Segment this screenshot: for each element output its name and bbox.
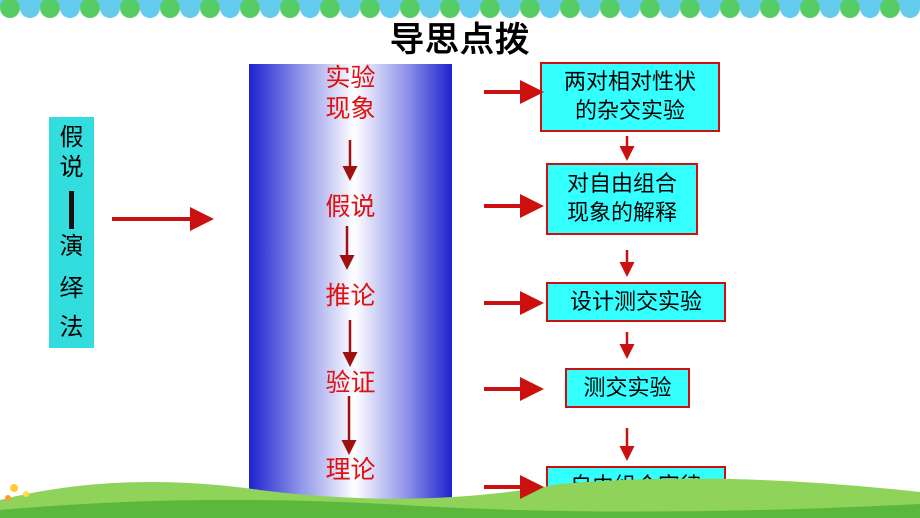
page-title: 导思点拨 (390, 20, 530, 60)
scallop (480, 0, 500, 18)
method-char: 说 (59, 153, 84, 181)
method-char: 绎 (59, 274, 84, 302)
stage-label-theory: 理论 (325, 455, 376, 484)
scallop (640, 0, 660, 18)
method-char: 法 (59, 313, 84, 341)
scallop (120, 0, 140, 18)
scallop (780, 0, 800, 18)
scallop (600, 0, 620, 18)
scallop (520, 0, 540, 18)
scallop (620, 0, 640, 18)
top-scallop-border (0, 0, 920, 18)
scallop (340, 0, 360, 18)
scallop (280, 0, 300, 18)
scallop (80, 0, 100, 18)
scallop (540, 0, 560, 18)
scallop (720, 0, 740, 18)
scallop (240, 0, 260, 18)
scallop (560, 0, 580, 18)
scallop (160, 0, 180, 18)
landscape-footer (0, 478, 920, 518)
scallop (880, 0, 900, 18)
scallop (460, 0, 480, 18)
scallop (180, 0, 200, 18)
method-divider (69, 191, 74, 229)
stage-label-phenomenon: 实验 现象 (325, 63, 376, 123)
scallop (700, 0, 720, 18)
scallop (500, 0, 520, 18)
scallop (660, 0, 680, 18)
scallop (860, 0, 880, 18)
step-box-design-testcross: 设计测交实验 (546, 282, 726, 322)
scallop (0, 0, 20, 18)
step-box-explanation: 对自由组合 现象的解释 (546, 163, 698, 235)
scallop (680, 0, 700, 18)
scallop (140, 0, 160, 18)
stage-label-verification: 验证 (325, 368, 376, 397)
scallop (580, 0, 600, 18)
flower-icon (23, 491, 29, 497)
scallop (200, 0, 220, 18)
scallop (260, 0, 280, 18)
scallop (380, 0, 400, 18)
scallop (820, 0, 840, 18)
scallop (360, 0, 380, 18)
scallop (900, 0, 920, 18)
stage-label-deduction: 推论 (325, 281, 376, 310)
scallop (800, 0, 820, 18)
method-char: 假 (59, 123, 84, 151)
method-box: 假 说 演 绎 法 (49, 117, 94, 348)
scallop (840, 0, 860, 18)
scallop (760, 0, 780, 18)
scallop (300, 0, 320, 18)
step-box-testcross: 测交实验 (565, 368, 690, 408)
flower-icon (10, 484, 18, 492)
scallop (320, 0, 340, 18)
scallop (420, 0, 440, 18)
scallop (60, 0, 80, 18)
scallop (20, 0, 40, 18)
stage-label-hypothesis: 假说 (325, 192, 376, 221)
method-char: 演 (59, 232, 84, 260)
flower-icon (5, 495, 11, 501)
scallop (440, 0, 460, 18)
scallop (740, 0, 760, 18)
stage-pillar (249, 64, 452, 510)
scallop (100, 0, 120, 18)
scallop (220, 0, 240, 18)
scallop (400, 0, 420, 18)
scallop (40, 0, 60, 18)
